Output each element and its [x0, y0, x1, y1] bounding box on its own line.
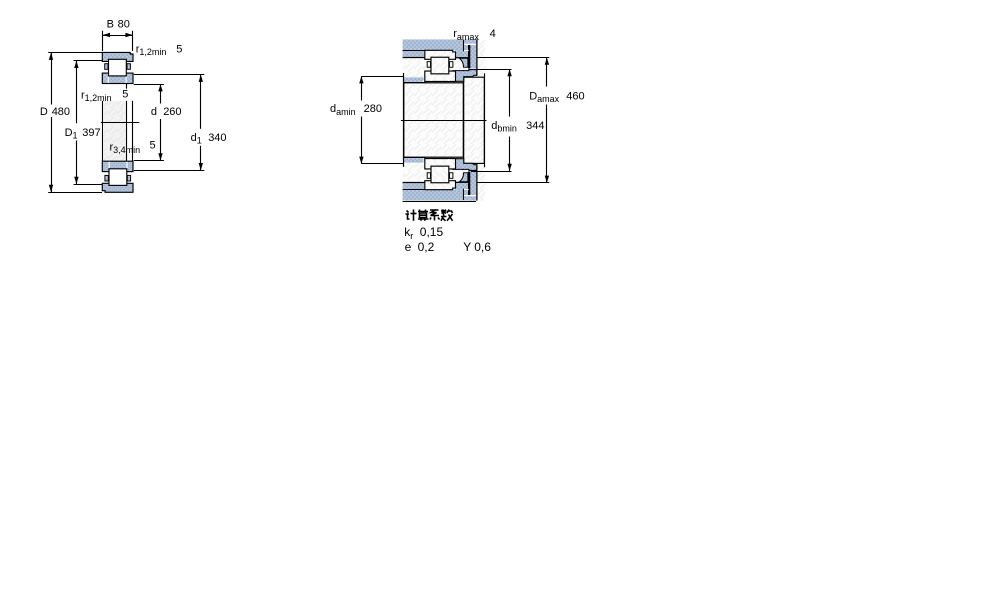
svg-text:e: e: [405, 240, 412, 254]
svg-text:r3,4min: r3,4min: [110, 141, 141, 155]
svg-text:D1: D1: [65, 127, 78, 141]
svg-text:344: 344: [526, 120, 544, 132]
svg-text:4: 4: [490, 28, 496, 40]
svg-text:0,6: 0,6: [474, 240, 491, 254]
svg-text:damin: damin: [330, 103, 356, 117]
svg-text:r1,2min: r1,2min: [81, 89, 112, 103]
svg-text:ramax: ramax: [453, 28, 479, 42]
svg-text:dbmin: dbmin: [491, 120, 517, 134]
svg-text:Y: Y: [463, 240, 471, 254]
svg-text:Damax: Damax: [529, 90, 559, 104]
svg-text:r1,2min: r1,2min: [136, 43, 167, 57]
svg-text:0,15: 0,15: [420, 225, 444, 239]
svg-text:80: 80: [118, 19, 130, 31]
svg-text:B: B: [107, 19, 114, 31]
svg-text:340: 340: [208, 132, 226, 144]
svg-text:397: 397: [82, 127, 100, 139]
svg-text:260: 260: [163, 106, 181, 118]
svg-text:5: 5: [150, 140, 156, 152]
svg-text:5: 5: [122, 88, 128, 100]
svg-text:280: 280: [364, 103, 382, 115]
svg-text:D: D: [40, 106, 48, 118]
svg-text:kr: kr: [404, 225, 413, 241]
svg-text:d: d: [151, 106, 157, 118]
svg-text:480: 480: [52, 106, 70, 118]
svg-text:d1: d1: [191, 132, 202, 146]
svg-text:460: 460: [566, 90, 584, 102]
svg-text:5: 5: [176, 43, 182, 55]
svg-text:0,2: 0,2: [418, 240, 435, 254]
